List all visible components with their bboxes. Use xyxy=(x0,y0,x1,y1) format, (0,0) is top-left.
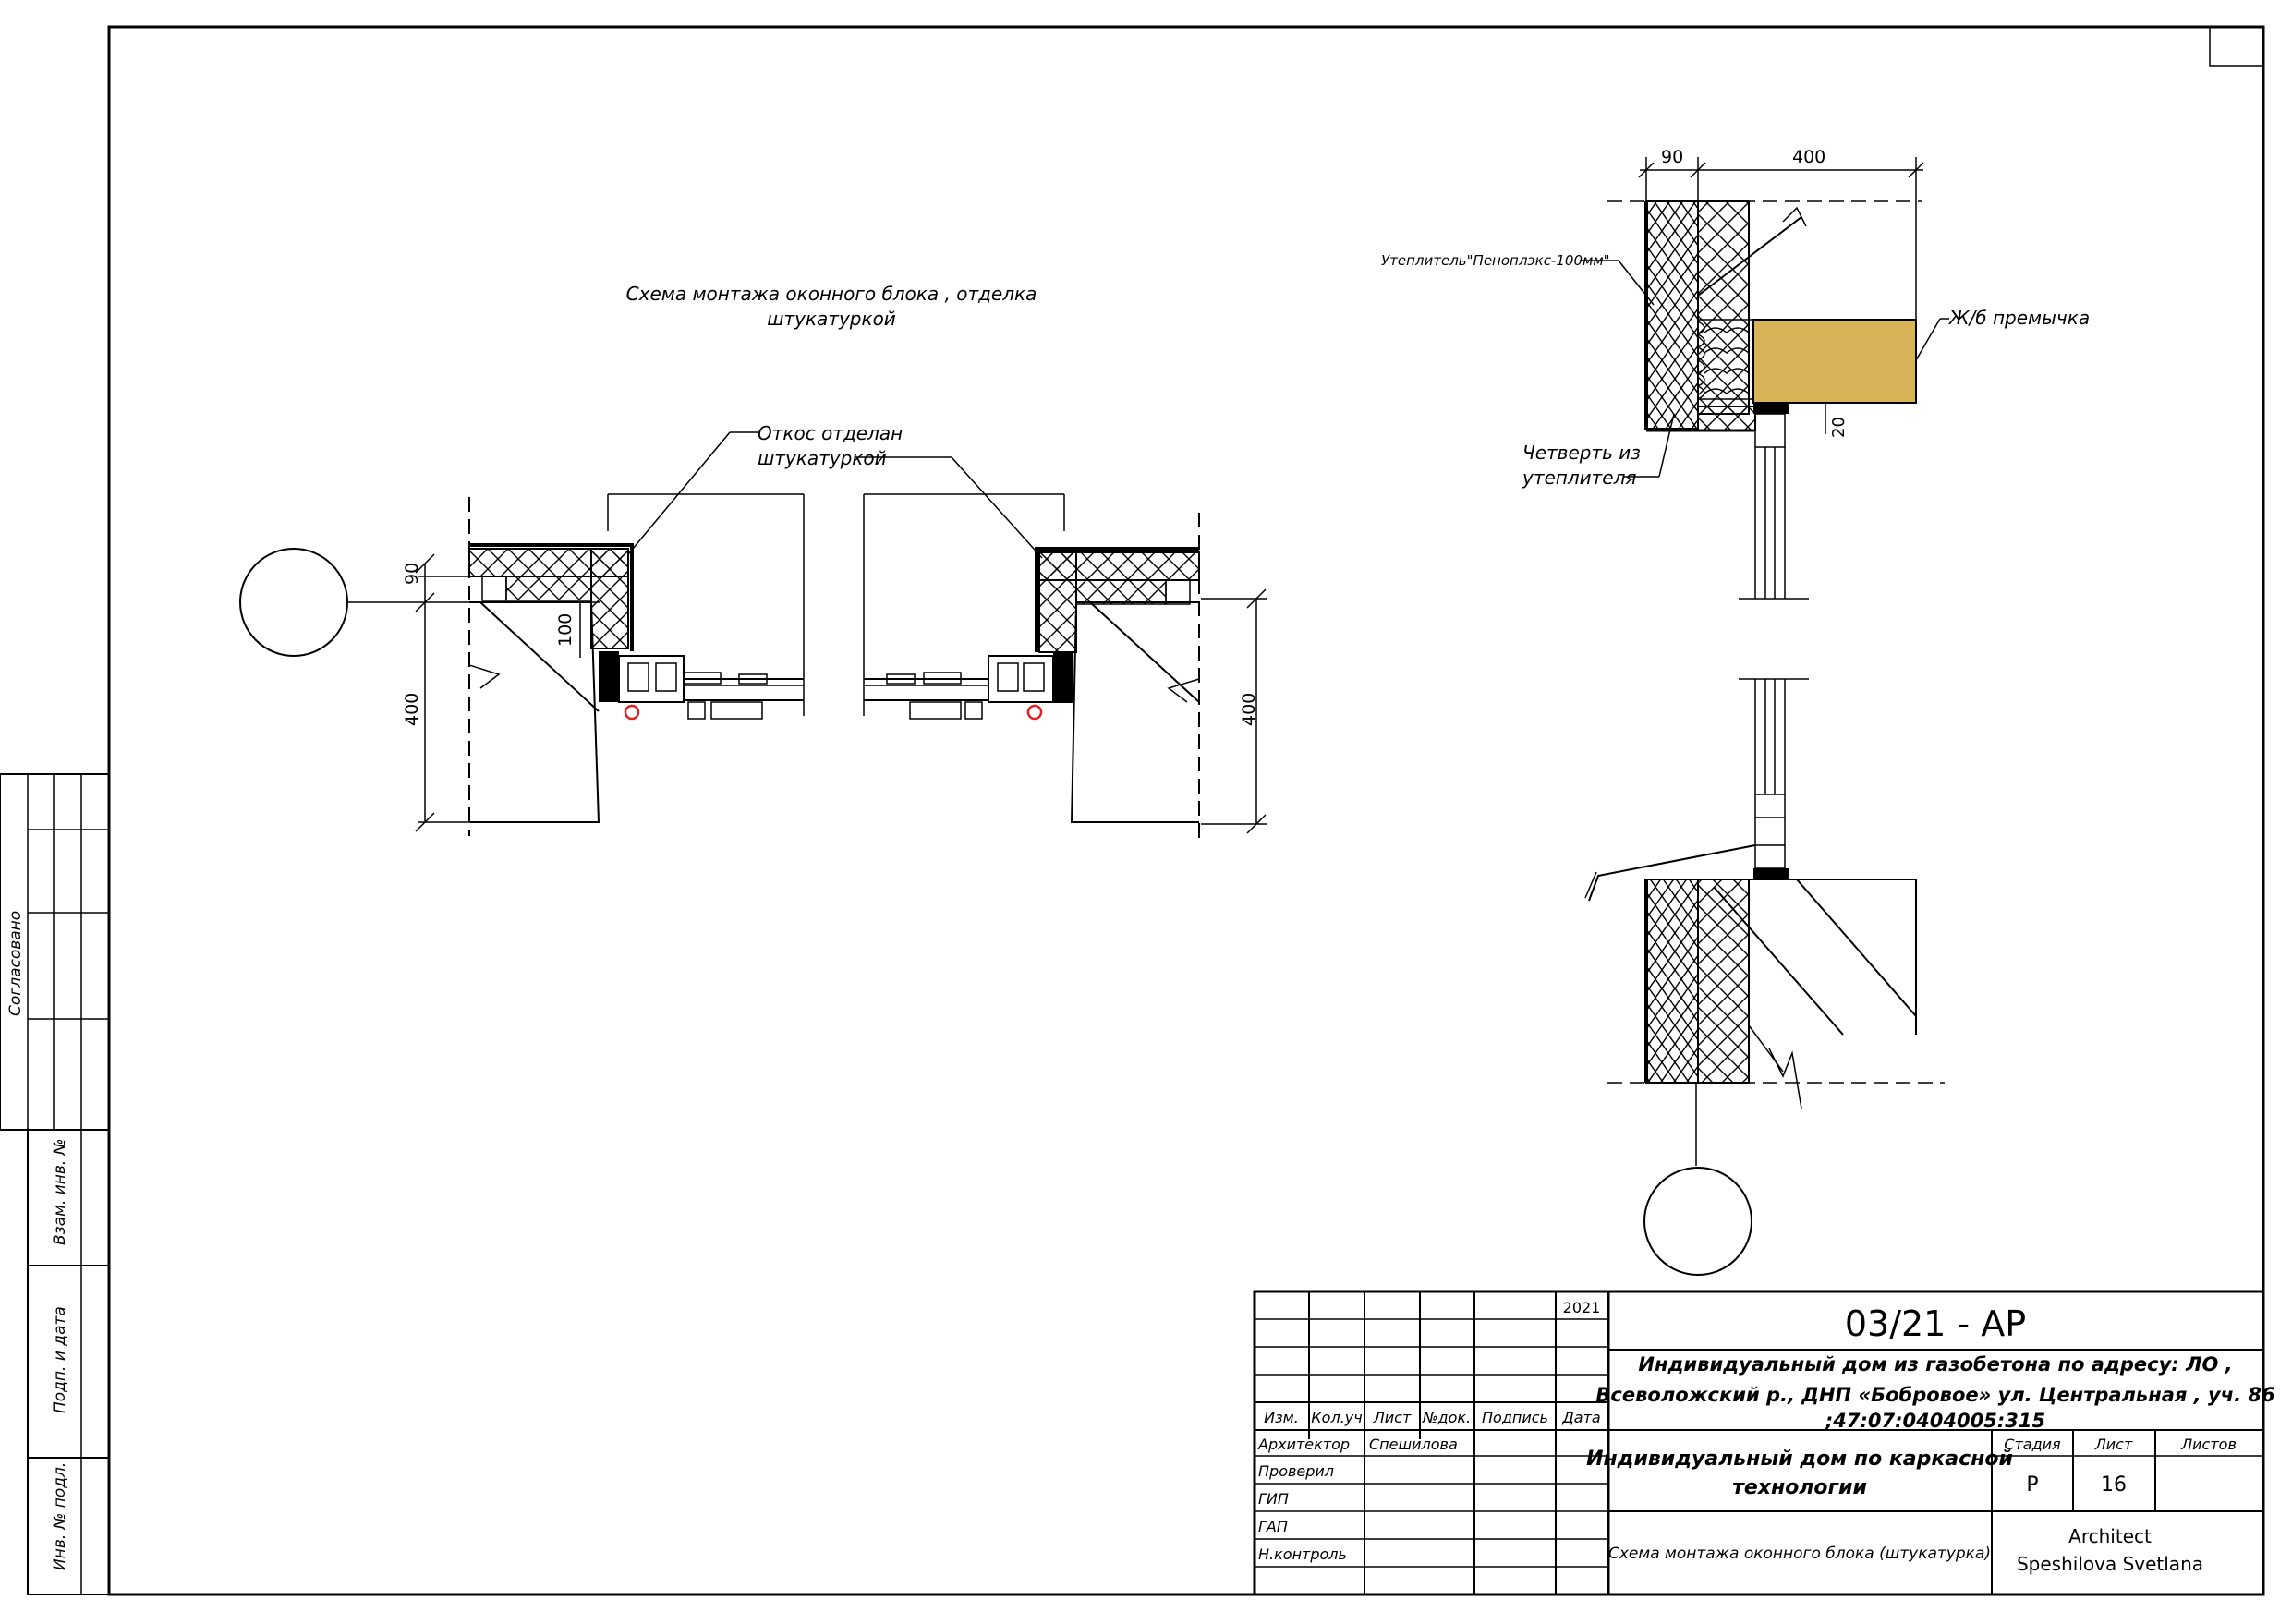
sheet-label: Лист xyxy=(2094,1436,2133,1453)
title-block xyxy=(1253,1290,2265,1596)
role-architect: Архитектор xyxy=(1257,1436,1350,1453)
slope-label-1: Откос отделан xyxy=(758,422,903,444)
stage-value: Р xyxy=(2026,1473,2038,1497)
replace-inv-label: Взам. инв. № xyxy=(51,1139,69,1245)
concrete-lintel xyxy=(1752,319,1917,404)
agreed-label: Согласовано xyxy=(6,911,25,1016)
org-line-2: Speshilova Svetlana xyxy=(2017,1553,2203,1575)
section-wall-bottom xyxy=(1584,678,1945,1276)
side-stamp xyxy=(0,773,110,1595)
project-line-1: Индивидуальный дом из газобетона по адре… xyxy=(1638,1353,2232,1376)
slope-label-2: штукатуркой xyxy=(758,447,887,469)
insulation-label: Утеплитель"Пеноплэкс-100мм" xyxy=(1381,252,1610,269)
org-line-1: Architect xyxy=(2068,1525,2152,1547)
dim-90-left: 90 xyxy=(402,563,422,585)
header-izm: Изм. xyxy=(1264,1409,1299,1426)
header-podpis: Подпись xyxy=(1482,1409,1548,1426)
role-gap: ГАП xyxy=(1258,1518,1288,1535)
header-ndok: №док. xyxy=(1422,1409,1471,1426)
axis-bubble-left xyxy=(239,548,348,657)
seal-marker-left xyxy=(624,704,640,721)
sheets-label: Листов xyxy=(2180,1436,2237,1453)
role-checked: Проверил xyxy=(1258,1462,1334,1480)
dim-100: 100 xyxy=(555,613,576,647)
quarter-label-1: Четверть из xyxy=(1522,442,1641,464)
header-list: Лист xyxy=(1373,1409,1412,1426)
section-wall-top xyxy=(1607,200,1922,600)
quarter-label-2: утеплителя xyxy=(1522,467,1636,489)
drawing-title-2: штукатуркой xyxy=(767,308,896,330)
dim-400-left: 400 xyxy=(402,693,422,726)
dim-400-right: 400 xyxy=(1239,693,1259,726)
inv-orig-label: Инв. № подл. xyxy=(51,1462,69,1570)
stage-label: Стадия xyxy=(2004,1436,2061,1453)
sign-date-label: Подп. и дата xyxy=(51,1306,69,1413)
drawing-title-1: Схема монтажа оконного блока , отделка xyxy=(626,283,1037,305)
window-frame-right xyxy=(864,652,1073,721)
architect-name: Спешилова xyxy=(1369,1436,1458,1453)
object-name-2: технологии xyxy=(1732,1476,1867,1499)
dim-90-top: 90 xyxy=(1661,147,1683,167)
sheet-value: 16 xyxy=(2101,1473,2127,1497)
seal-marker-right xyxy=(1026,704,1043,721)
dims-left xyxy=(415,553,1267,834)
object-name-1: Индивидуальный дом по каркасной xyxy=(1586,1448,2013,1471)
drawing-code: 03/21 - АР xyxy=(1845,1303,2026,1344)
year: 2021 xyxy=(1563,1299,1601,1316)
project-line-2: Всеволожский р., ДНП «Бобровое» ул. Цент… xyxy=(1595,1384,2274,1406)
axis-bubble-bottom xyxy=(1643,1167,1752,1276)
dims-top xyxy=(1638,157,1924,434)
plan-right-wall xyxy=(863,493,1200,841)
sheet-title: Схема монтажа оконного блока (штукатурка… xyxy=(1608,1545,1991,1563)
dim-20: 20 xyxy=(1829,417,1849,438)
project-line-3: ;47:07:0404005:315 xyxy=(1825,1410,2045,1432)
role-ncontrol: Н.контроль xyxy=(1258,1545,1347,1563)
header-kolvo: Кол.уч xyxy=(1311,1409,1362,1426)
role-gip: ГИП xyxy=(1258,1490,1289,1508)
lintel-label: Ж/б премычка xyxy=(1947,307,2090,329)
plan-left-wall xyxy=(468,493,805,836)
dim-400-top: 400 xyxy=(1792,147,1825,167)
header-data: Дата xyxy=(1561,1409,1600,1426)
window-frame-left xyxy=(599,651,804,721)
corner-box xyxy=(2209,26,2264,67)
